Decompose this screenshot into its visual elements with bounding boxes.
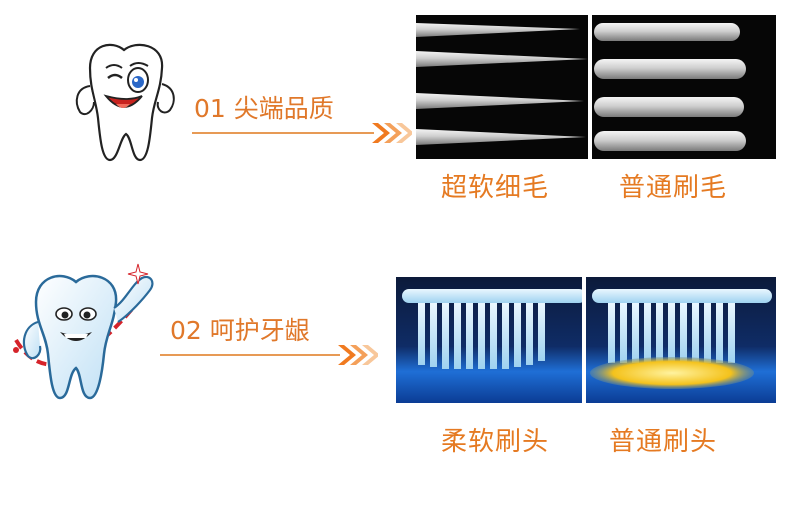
brush-head-comparison-image <box>396 277 776 403</box>
caption-regular-bristles: 普通刷毛 <box>619 173 728 203</box>
smiling-tooth-mascot-icon <box>13 263 154 400</box>
bristle-comparison-image <box>416 15 776 159</box>
feature-title-2: 02 呵护牙龈 <box>170 316 310 345</box>
regular-bristles <box>594 23 746 151</box>
gum-irritation-glow <box>590 357 754 389</box>
caption-regular-brush-head: 普通刷头 <box>609 427 718 457</box>
caption-ultra-soft-bristles: 超软细毛 <box>441 173 550 203</box>
chevron-arrow-icon <box>372 123 412 143</box>
caption-soft-brush-head: 柔软刷头 <box>441 427 550 457</box>
feature-title-1: 01 尖端品质 <box>194 94 334 123</box>
arrow-line-1 <box>192 132 374 134</box>
winking-tooth-mascot-icon <box>75 43 175 162</box>
arrow-line-2 <box>160 354 340 356</box>
chevron-arrow-icon-2 <box>338 345 378 365</box>
tapered-bristles <box>416 23 588 145</box>
